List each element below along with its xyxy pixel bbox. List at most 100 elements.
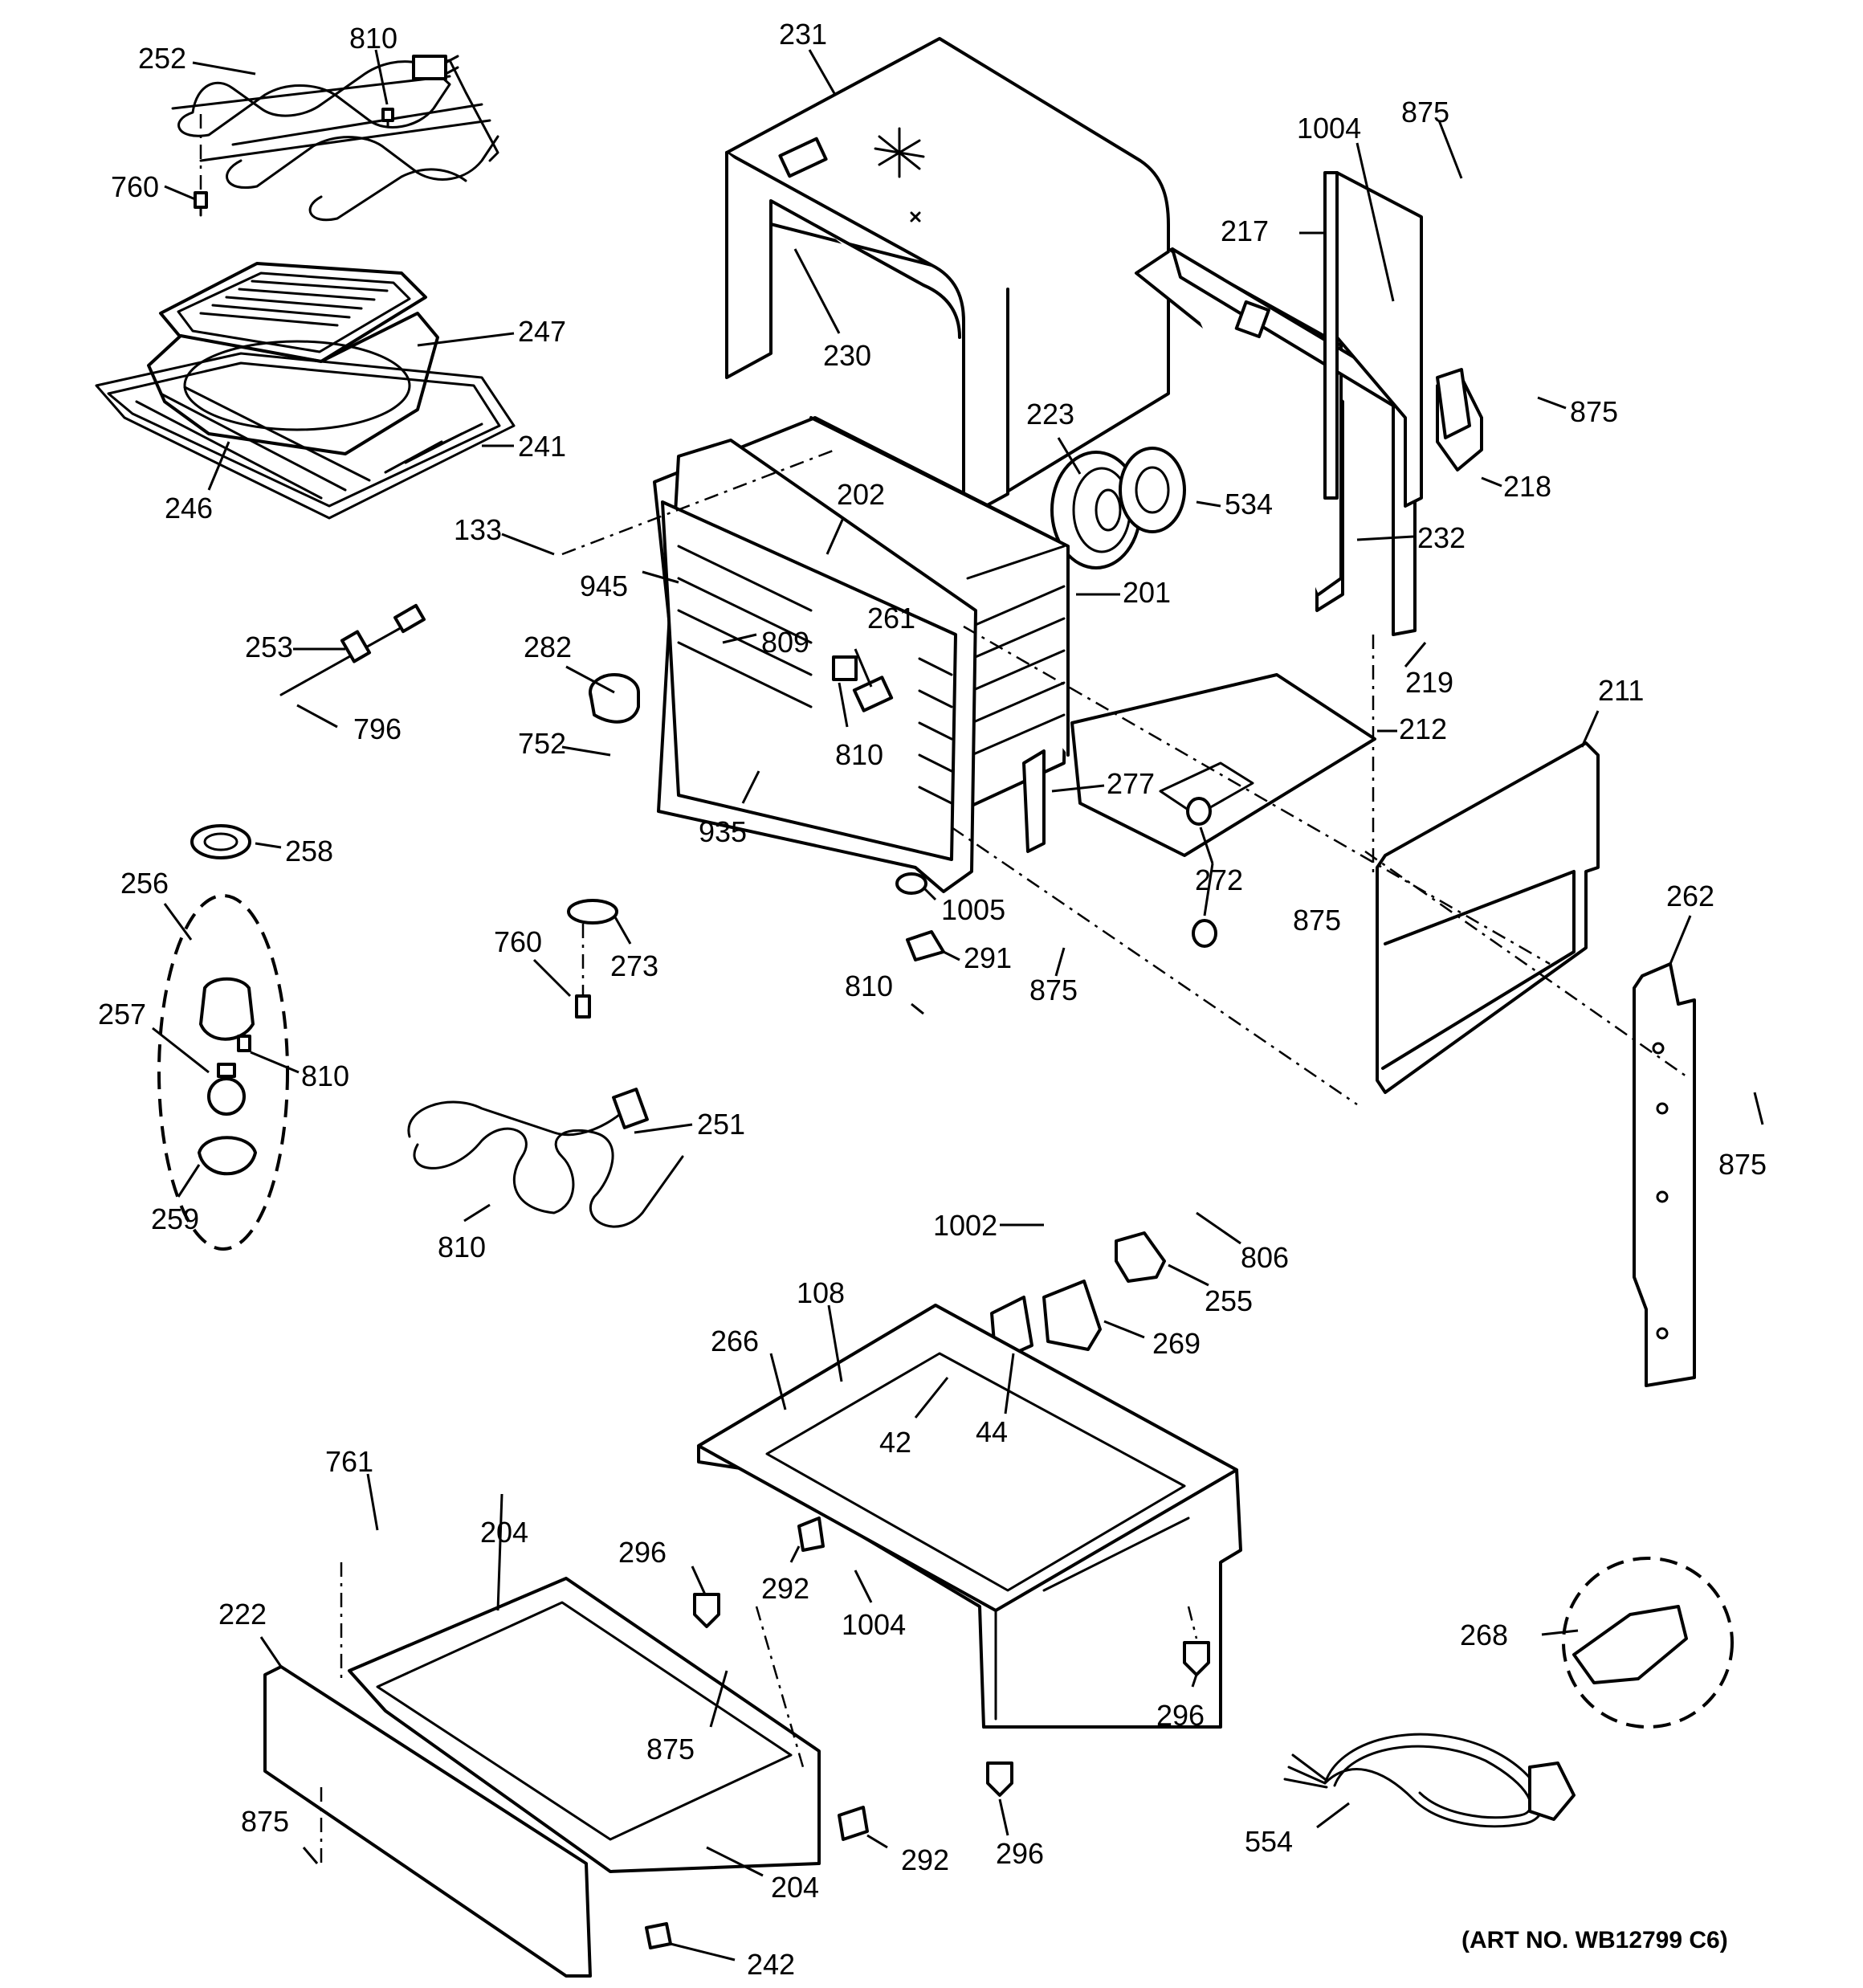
assembly-lines <box>320 448 1687 1863</box>
callout-875: 875 <box>1029 974 1078 1006</box>
leveling-leg-296c <box>986 1761 1013 1797</box>
light-socket-261 <box>832 655 894 712</box>
callout-806: 806 <box>1241 1241 1289 1274</box>
callout-875: 875 <box>1718 1148 1767 1181</box>
callout-1002: 1002 <box>933 1209 997 1242</box>
side-panel-211 <box>1376 741 1600 1094</box>
callout-273: 273 <box>610 949 658 982</box>
drawer-204 <box>348 1577 821 1873</box>
callout-241: 241 <box>518 430 566 463</box>
clip-292a <box>797 1517 825 1552</box>
bracket-269 <box>1042 1280 1102 1351</box>
callout-810: 810 <box>835 738 883 771</box>
anti-tip-bracket-268 <box>1562 1557 1734 1729</box>
callout-222: 222 <box>218 1598 267 1631</box>
callout-44: 44 <box>976 1415 1008 1448</box>
broiler-pan-insert-247 <box>159 262 427 363</box>
callout-277: 277 <box>1107 767 1155 800</box>
callout-875: 875 <box>241 1805 289 1838</box>
callout-296: 296 <box>618 1536 667 1569</box>
callout-554: 554 <box>1245 1825 1293 1858</box>
oven-light-assembly-256 <box>157 894 289 1251</box>
callout-760: 760 <box>494 925 542 958</box>
callout-232: 232 <box>1417 521 1466 554</box>
screw-760a <box>194 112 208 217</box>
callout-256: 256 <box>120 867 169 900</box>
terminal-block-255 <box>1115 1231 1166 1283</box>
callout-247: 247 <box>518 315 566 348</box>
screw-810a <box>381 108 394 129</box>
front-frame-202 <box>657 439 977 893</box>
callout-230: 230 <box>823 339 871 372</box>
bottom-panel-212 <box>1070 673 1376 857</box>
callout-268: 268 <box>1460 1619 1508 1651</box>
callout-42: 42 <box>879 1426 911 1459</box>
callout-760: 760 <box>111 170 159 203</box>
oven-rack-241 <box>95 352 516 520</box>
callout-875: 875 <box>1401 96 1449 129</box>
callout-257: 257 <box>98 998 146 1031</box>
callout-292: 292 <box>901 1843 949 1876</box>
callout-296: 296 <box>1156 1699 1205 1732</box>
callout-945: 945 <box>580 569 628 602</box>
callout-223: 223 <box>1026 398 1074 431</box>
callout-296: 296 <box>996 1837 1044 1870</box>
callout-272: 272 <box>1195 863 1243 896</box>
oven-sensor-253 <box>279 603 426 696</box>
callout-810: 810 <box>845 970 893 1002</box>
callout-262: 262 <box>1666 880 1714 912</box>
clip-273 <box>567 899 618 996</box>
clip-292b <box>838 1806 869 1841</box>
vent-bracket-217 <box>1323 171 1423 508</box>
bracket-277 <box>1022 749 1046 853</box>
motor-534 <box>1119 447 1186 533</box>
callout-253: 253 <box>245 631 293 663</box>
callout-211: 211 <box>1598 674 1644 707</box>
broil-element-252 <box>171 55 499 222</box>
callout-875: 875 <box>646 1733 695 1766</box>
callout-231: 231 <box>779 18 827 51</box>
leveling-leg-296b <box>1183 1641 1210 1676</box>
callout-796: 796 <box>353 712 402 745</box>
leader-lines <box>152 49 1764 1961</box>
callout-266: 266 <box>711 1325 759 1357</box>
power-cord-554 <box>1283 1733 1576 1828</box>
broiler-pan-246 <box>147 312 439 455</box>
gasket-258 <box>190 824 251 859</box>
callout-269: 269 <box>1152 1327 1201 1360</box>
callout-255: 255 <box>1205 1284 1253 1317</box>
callout-1005: 1005 <box>941 893 1005 926</box>
callout-1004: 1004 <box>1297 112 1361 145</box>
callout-217: 217 <box>1221 214 1269 247</box>
callout-875: 875 <box>1293 904 1341 937</box>
drawer-slide-242 <box>645 1922 672 1949</box>
leveling-leg-296a <box>693 1593 720 1628</box>
callout-108: 108 <box>797 1276 845 1309</box>
callout-133: 133 <box>454 513 502 546</box>
callout-labels: 252 810 760 247 241 246 231 230 1004 875… <box>98 18 1767 1981</box>
callout-252: 252 <box>138 42 186 75</box>
callout-1004: 1004 <box>842 1608 906 1641</box>
clip-291 <box>906 930 945 961</box>
callout-810: 810 <box>349 22 397 55</box>
callout-810: 810 <box>301 1059 349 1092</box>
callout-761: 761 <box>325 1445 373 1478</box>
outer-wrap-231 <box>725 37 1170 520</box>
callout-204: 204 <box>771 1871 819 1904</box>
callout-292: 292 <box>761 1572 809 1605</box>
callout-219: 219 <box>1405 666 1453 699</box>
callout-875: 875 <box>1570 395 1618 428</box>
callout-291: 291 <box>964 941 1012 974</box>
callout-261: 261 <box>867 602 915 635</box>
art-number: (ART NO. WB12799 C6) <box>1461 1927 1728 1953</box>
bake-element-251 <box>407 1088 684 1228</box>
callout-809: 809 <box>761 626 809 659</box>
callout-202: 202 <box>837 478 885 511</box>
callout-201: 201 <box>1123 576 1171 609</box>
callout-242: 242 <box>747 1948 795 1981</box>
bumper-1005 <box>895 872 927 895</box>
callout-246: 246 <box>165 492 213 525</box>
callout-282: 282 <box>524 631 572 663</box>
screw-760b <box>575 994 591 1018</box>
